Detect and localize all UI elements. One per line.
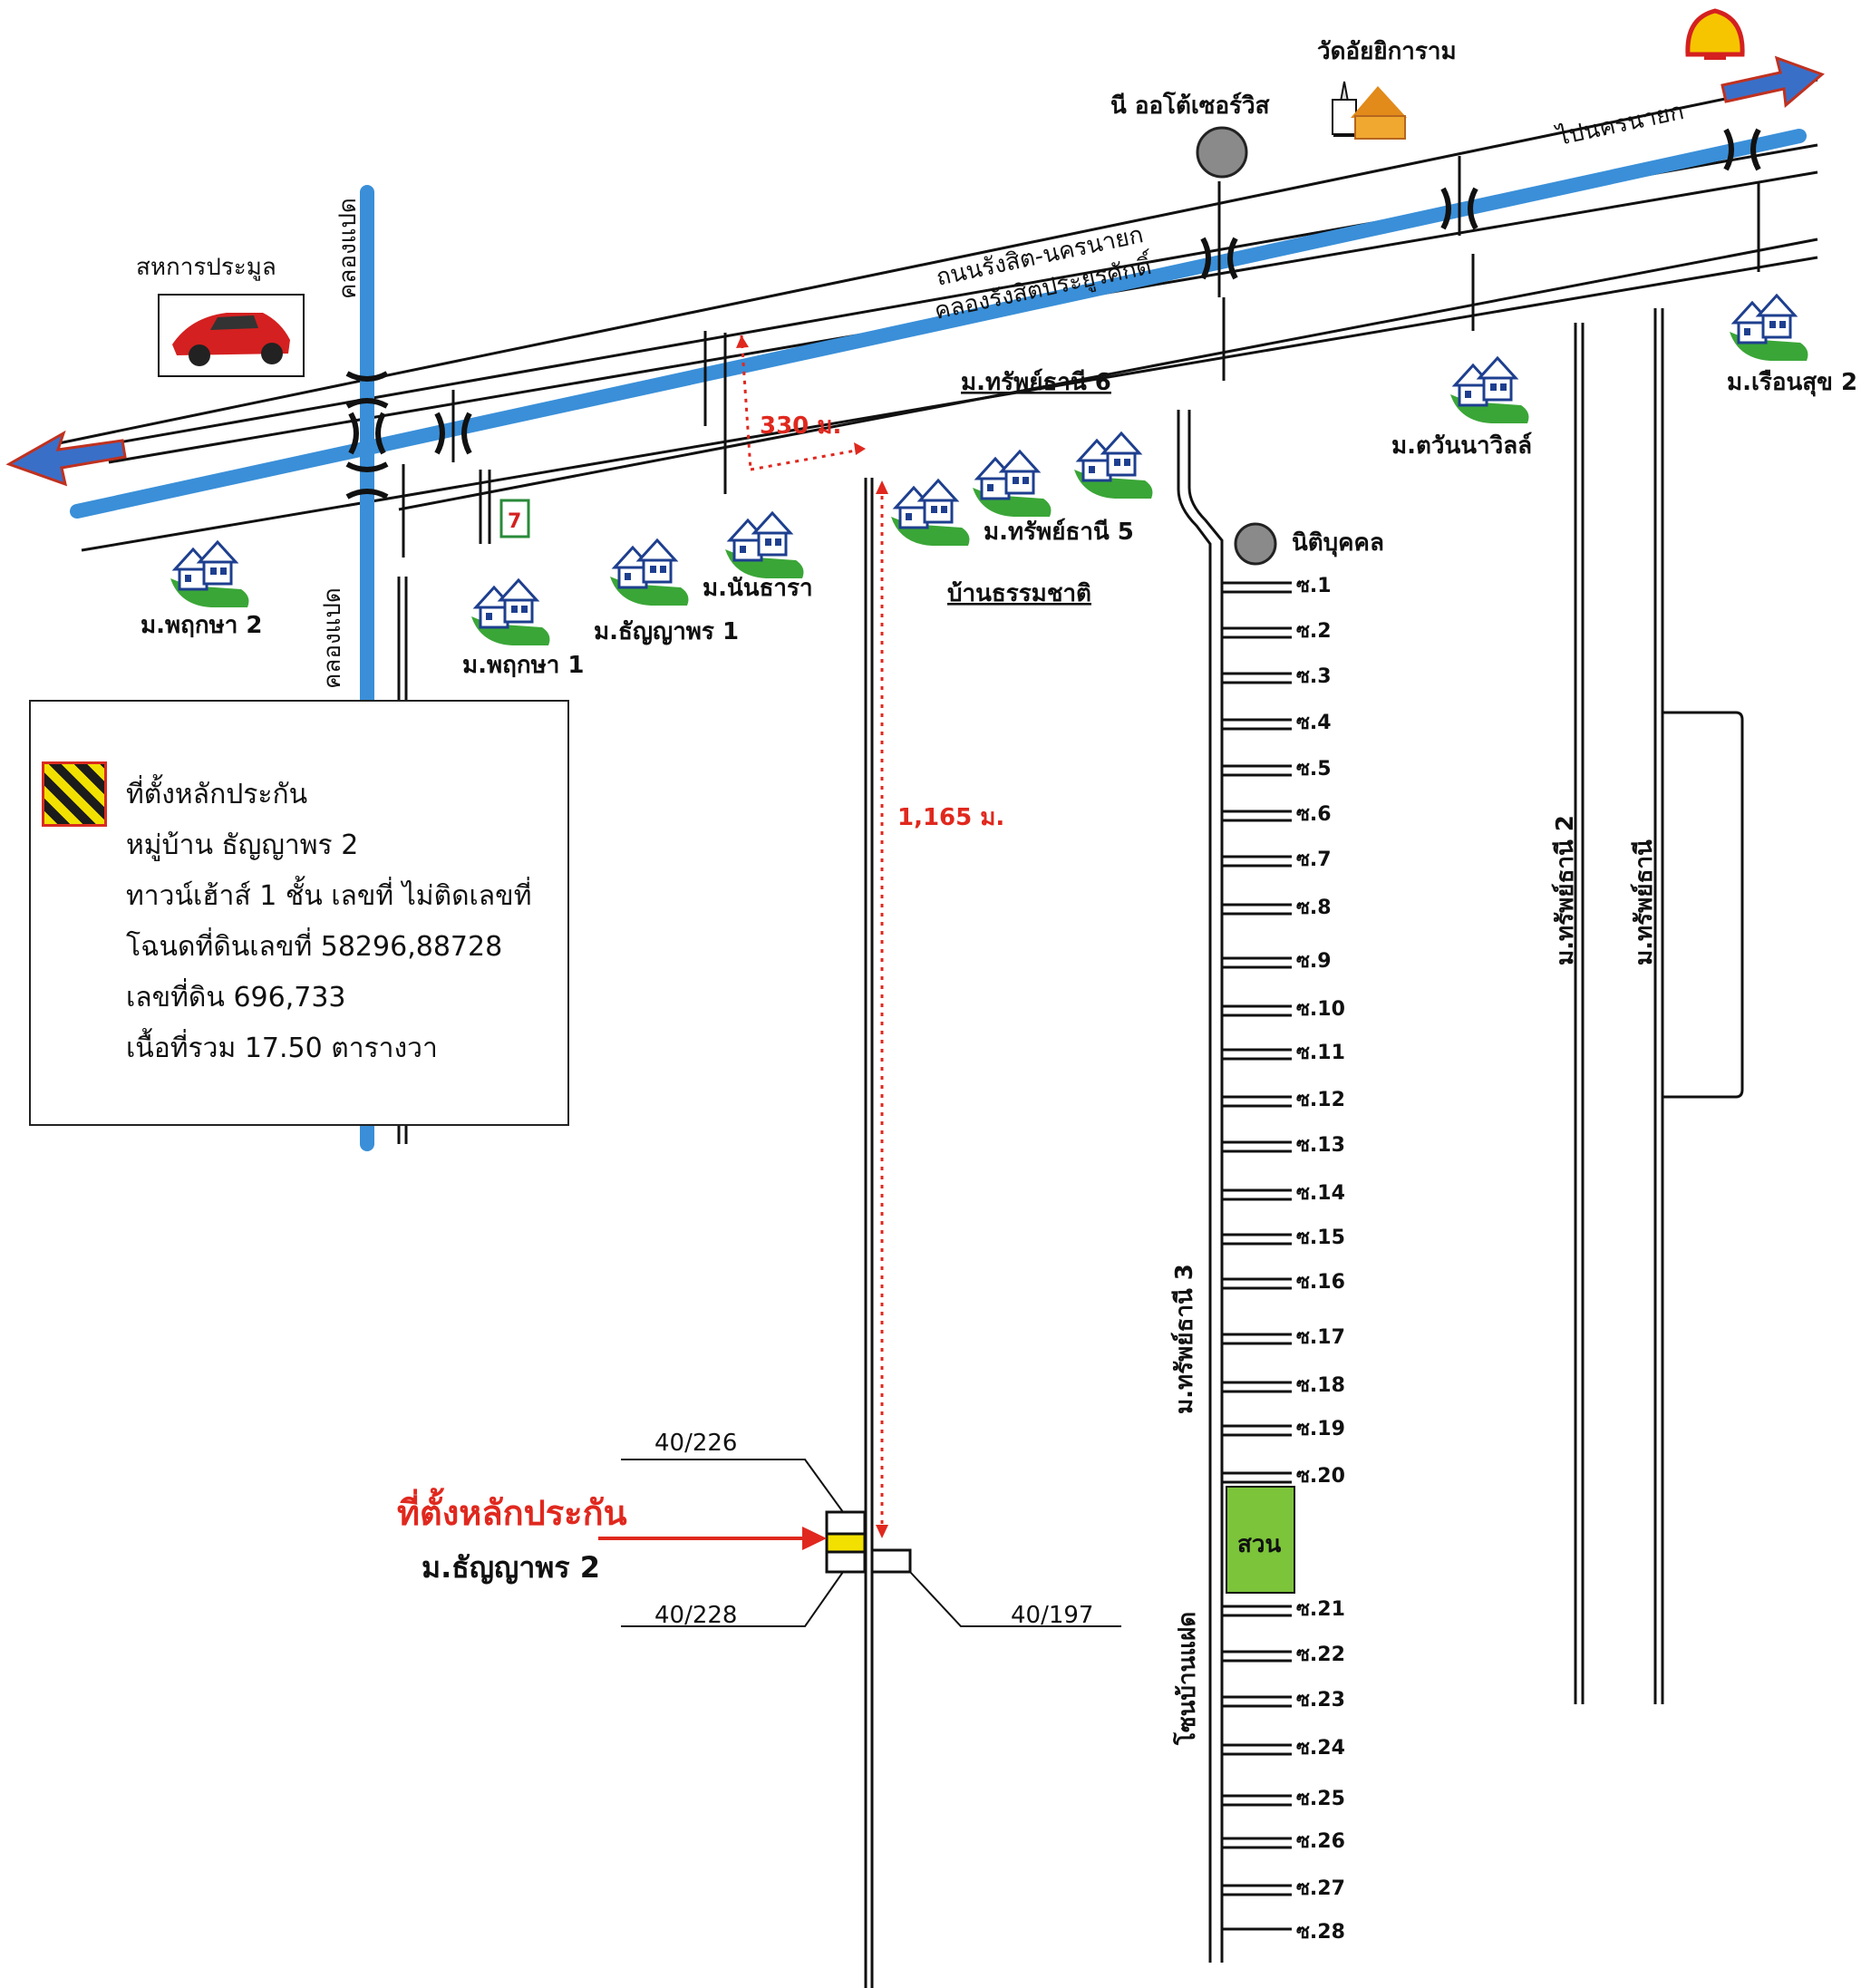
soi-label: ซ.21: [1296, 1598, 1345, 1621]
legend-box: ที่ตั้งหลักประกัน หมู่บ้าน ธัญญาพร 2 ทาว…: [29, 700, 569, 1126]
village-baan-thammachat-label: บ้านธรรมชาติ: [947, 580, 1091, 607]
village-pruksa2-label: ม.พฤกษา 2: [141, 612, 263, 639]
distance-1165-marker: [876, 480, 888, 1538]
nitibukkhon-marker-icon: [1234, 522, 1277, 566]
village-tawanna-label: ม.ตวันนาวิลล์: [1391, 432, 1532, 460]
village-sap-thani-label: ม.ทรัพย์ธานี: [1630, 839, 1658, 965]
nee-auto-marker-icon: [1196, 126, 1248, 179]
car-icon: [158, 294, 305, 377]
sahakarn-label: สหการประมูล: [136, 254, 276, 281]
soi-label: ซ.3: [1296, 665, 1332, 688]
neighbor-40-228-label: 40/228: [654, 1602, 737, 1629]
soi-label: ซ.23: [1296, 1689, 1345, 1712]
soi-label: ซ.10: [1296, 998, 1345, 1021]
distance-330-marker: [740, 335, 867, 471]
village-pruksa1-label: ม.พฤกษา 1: [462, 652, 585, 679]
soi-label: ซ.8: [1296, 897, 1332, 919]
soi-label: ซ.16: [1296, 1271, 1345, 1294]
legend-house-type: ทาวน์เฮ้าส์ 1 ชั้น เลขที่ ไม่ติดเลขที่: [126, 880, 532, 912]
soi-label: ซ.28: [1296, 1921, 1345, 1944]
soi-label: ซ.22: [1296, 1644, 1345, 1666]
soi-label: ซ.18: [1296, 1374, 1345, 1397]
park-label: สวน: [1237, 1531, 1281, 1558]
seven-eleven-icon: 7: [499, 499, 530, 538]
soi-label: ซ.13: [1296, 1134, 1345, 1157]
temple-icon: [1332, 81, 1407, 140]
zone-twin-label: โซนบ้านแฝด: [1172, 1612, 1201, 1746]
direction-east-label: ไปนครนายก: [1553, 97, 1686, 151]
soi-lines: [1222, 581, 1292, 1931]
soi-label: ซ.15: [1296, 1227, 1345, 1249]
neighbor-40-226-label: 40/226: [654, 1430, 737, 1457]
park-area: [1226, 1486, 1295, 1594]
nitibukkhon-label: นิติบุคคล: [1292, 529, 1384, 558]
khlong-8-north-label: คลองแปด: [334, 198, 362, 299]
legend-land-number: เลขที่ดิน 696,733: [126, 982, 346, 1013]
khlong-8-south-label: คลองแปด: [319, 587, 346, 689]
soi-label: ซ.17: [1296, 1326, 1345, 1349]
soi-label: ซ.12: [1296, 1089, 1345, 1111]
svg-text:7: 7: [508, 510, 521, 533]
collateral-arrow-icon: [802, 1527, 827, 1550]
shell-logo-icon: [1685, 8, 1745, 60]
legend-title: ที่ตั้งหลักประกัน: [126, 779, 308, 810]
legend-deed-number: โฉนดที่ดินเลขที่ 58296,88728: [126, 931, 503, 963]
east-arrow-icon: [1720, 55, 1825, 108]
village-thanyaporn1-label: ม.ธัญญาพร 1: [594, 618, 739, 645]
village-sap-thani2-label: ม.ทรัพย์ธานี 2: [1551, 815, 1579, 965]
soi-label: ซ.5: [1296, 758, 1332, 781]
soi-label: ซ.25: [1296, 1788, 1345, 1810]
village-nanthara-label: ม.นันธารา: [703, 575, 813, 602]
soi-label: ซ.19: [1296, 1418, 1345, 1440]
soi-label: ซ.20: [1296, 1465, 1345, 1488]
soi-label: ซ.11: [1296, 1042, 1345, 1064]
soi-label: ซ.2: [1296, 620, 1332, 643]
collateral-plot: [825, 1510, 912, 1574]
neighbor-40-197-label: 40/197: [1011, 1602, 1093, 1629]
west-arrow-icon: [5, 430, 127, 487]
legend-village: หมู่บ้าน ธัญญาพร 2: [126, 829, 359, 861]
village-ruensuk2-label: ม.เรือนสุข 2: [1727, 369, 1857, 397]
soi-label: ซ.14: [1296, 1182, 1345, 1205]
soi-label: ซ.27: [1296, 1877, 1345, 1900]
nee-auto-label: นี ออโต้เซอร์วิส: [1110, 91, 1270, 120]
soi-label: ซ.9: [1296, 950, 1332, 973]
village-sap-thani5-label: ม.ทรัพย์ธานี 5: [984, 518, 1134, 546]
distance-330-label: 330 ม.: [760, 412, 841, 440]
soi-label: ซ.6: [1296, 803, 1332, 826]
sap-thani-3-road: [1177, 410, 1212, 1963]
collateral-village-label: ม.ธัญญาพร 2: [422, 1550, 600, 1585]
soi-label: ซ.7: [1296, 849, 1332, 871]
village-sap-thani6-label: ม.ทรัพย์ธานี 6: [961, 368, 1111, 396]
soi-label: ซ.24: [1296, 1737, 1345, 1760]
collateral-hatch-swatch: [42, 761, 107, 827]
distance-1165-label: 1,165 ม.: [897, 804, 1004, 831]
legend-area: เนื้อที่รวม 17.50 ตารางวา: [126, 1033, 438, 1064]
soi-label: ซ.26: [1296, 1830, 1345, 1853]
village-sap-thani3-label: ม.ทรัพย์ธานี 3: [1170, 1264, 1198, 1414]
soi-label: ซ.1: [1296, 575, 1332, 597]
collateral-title: ที่ตั้งหลักประกัน: [397, 1488, 627, 1533]
soi-label: ซ.4: [1296, 712, 1332, 734]
temple-label: วัดอัยยิการาม: [1317, 38, 1457, 65]
